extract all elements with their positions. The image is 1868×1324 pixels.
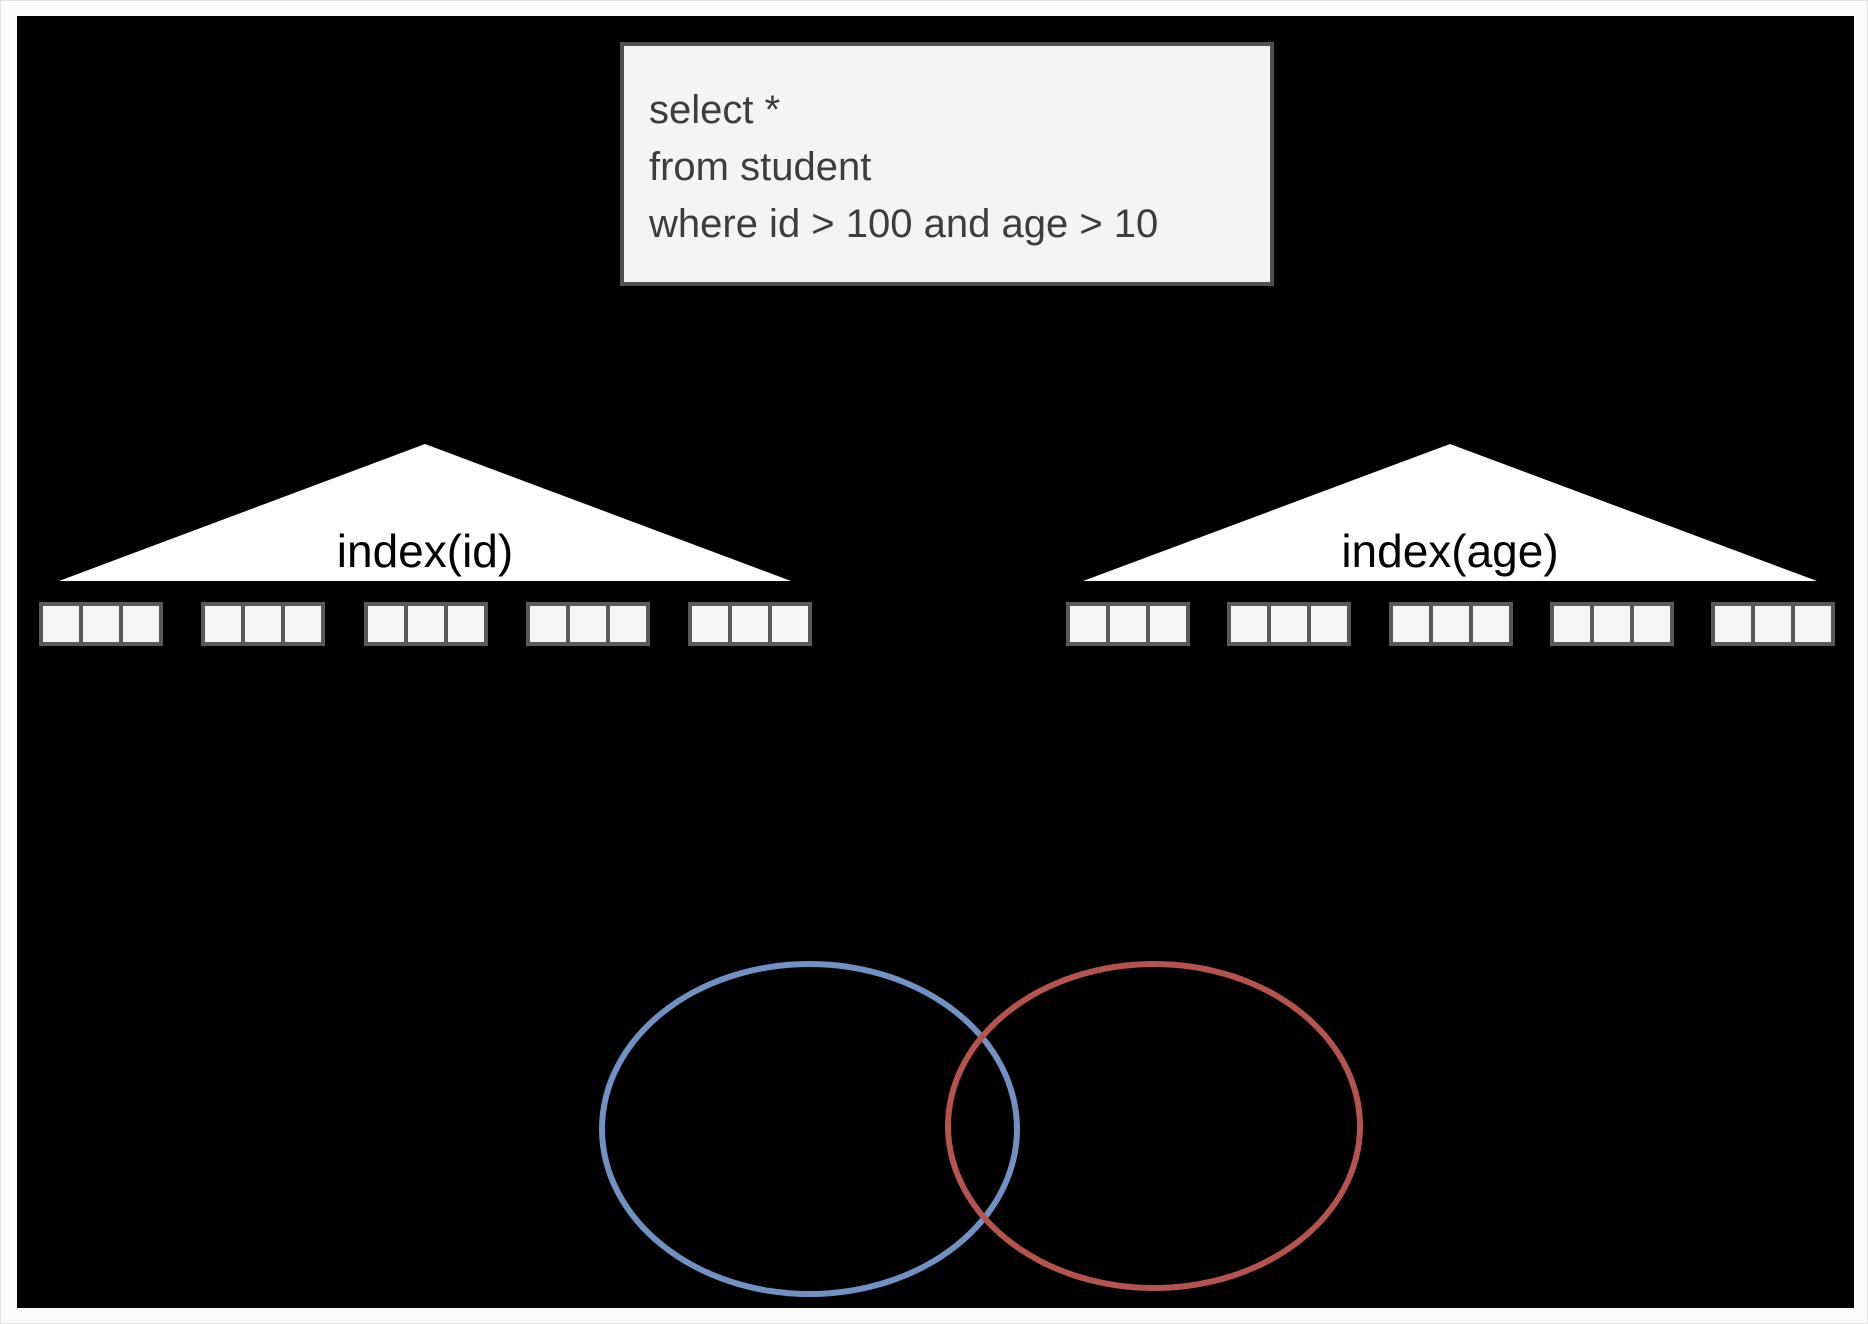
index-id-label: index(id)	[336, 525, 514, 577]
leaf-cell	[43, 606, 79, 642]
leaf-cell	[1150, 606, 1186, 642]
leaf-cell	[1472, 606, 1509, 642]
sql-query-line-3: where id > 100 and age > 10	[649, 202, 1159, 246]
sql-query-box: select * from student where id > 100 and…	[620, 42, 1274, 286]
index-id-triangle: index(id)	[59, 444, 791, 581]
leaf-cell	[123, 606, 159, 642]
index-age-label: index(age)	[1341, 525, 1559, 577]
leaf-node	[39, 602, 163, 646]
leaf-node	[688, 602, 812, 646]
leaf-cell	[1070, 606, 1106, 642]
leaf-cell	[529, 606, 566, 642]
leaf-cell	[447, 606, 484, 642]
leaf-cell	[1432, 606, 1469, 642]
leaf-cell	[1795, 606, 1831, 642]
leaf-cell	[367, 606, 404, 642]
sql-query-line-2: from student	[649, 145, 872, 189]
leaf-cell	[1553, 606, 1590, 642]
leaf-node	[1388, 602, 1513, 646]
leaf-node	[1549, 602, 1674, 646]
leaf-cell	[245, 606, 282, 642]
leaf-cell	[205, 606, 242, 642]
leaf-cell	[1392, 606, 1429, 642]
slide-canvas: select * from student where id > 100 and…	[17, 16, 1854, 1308]
index-age-leaf-row	[1066, 602, 1835, 646]
leaf-cell	[1110, 606, 1146, 642]
leaf-cell	[1755, 606, 1791, 642]
leaf-cell	[609, 606, 646, 642]
index-age-triangle: index(age)	[1083, 444, 1817, 581]
leaf-cell	[1311, 606, 1348, 642]
leaf-cell	[1715, 606, 1751, 642]
leaf-cell	[772, 606, 808, 642]
leaf-cell	[83, 606, 119, 642]
leaf-cell	[1231, 606, 1268, 642]
leaf-node	[1066, 602, 1190, 646]
sql-query-line-1: select *	[649, 88, 781, 132]
leaf-node	[1711, 602, 1835, 646]
leaf-cell	[1633, 606, 1670, 642]
leaf-cell	[407, 606, 444, 642]
index-id-leaf-row	[39, 602, 812, 646]
leaf-node	[363, 602, 488, 646]
venn-circle-age	[945, 961, 1363, 1291]
leaf-node	[201, 602, 326, 646]
leaf-node	[1227, 602, 1352, 646]
leaf-cell	[732, 606, 768, 642]
leaf-cell	[569, 606, 606, 642]
leaf-cell	[692, 606, 728, 642]
leaf-cell	[1593, 606, 1630, 642]
leaf-node	[525, 602, 650, 646]
leaf-cell	[285, 606, 322, 642]
leaf-cell	[1271, 606, 1308, 642]
